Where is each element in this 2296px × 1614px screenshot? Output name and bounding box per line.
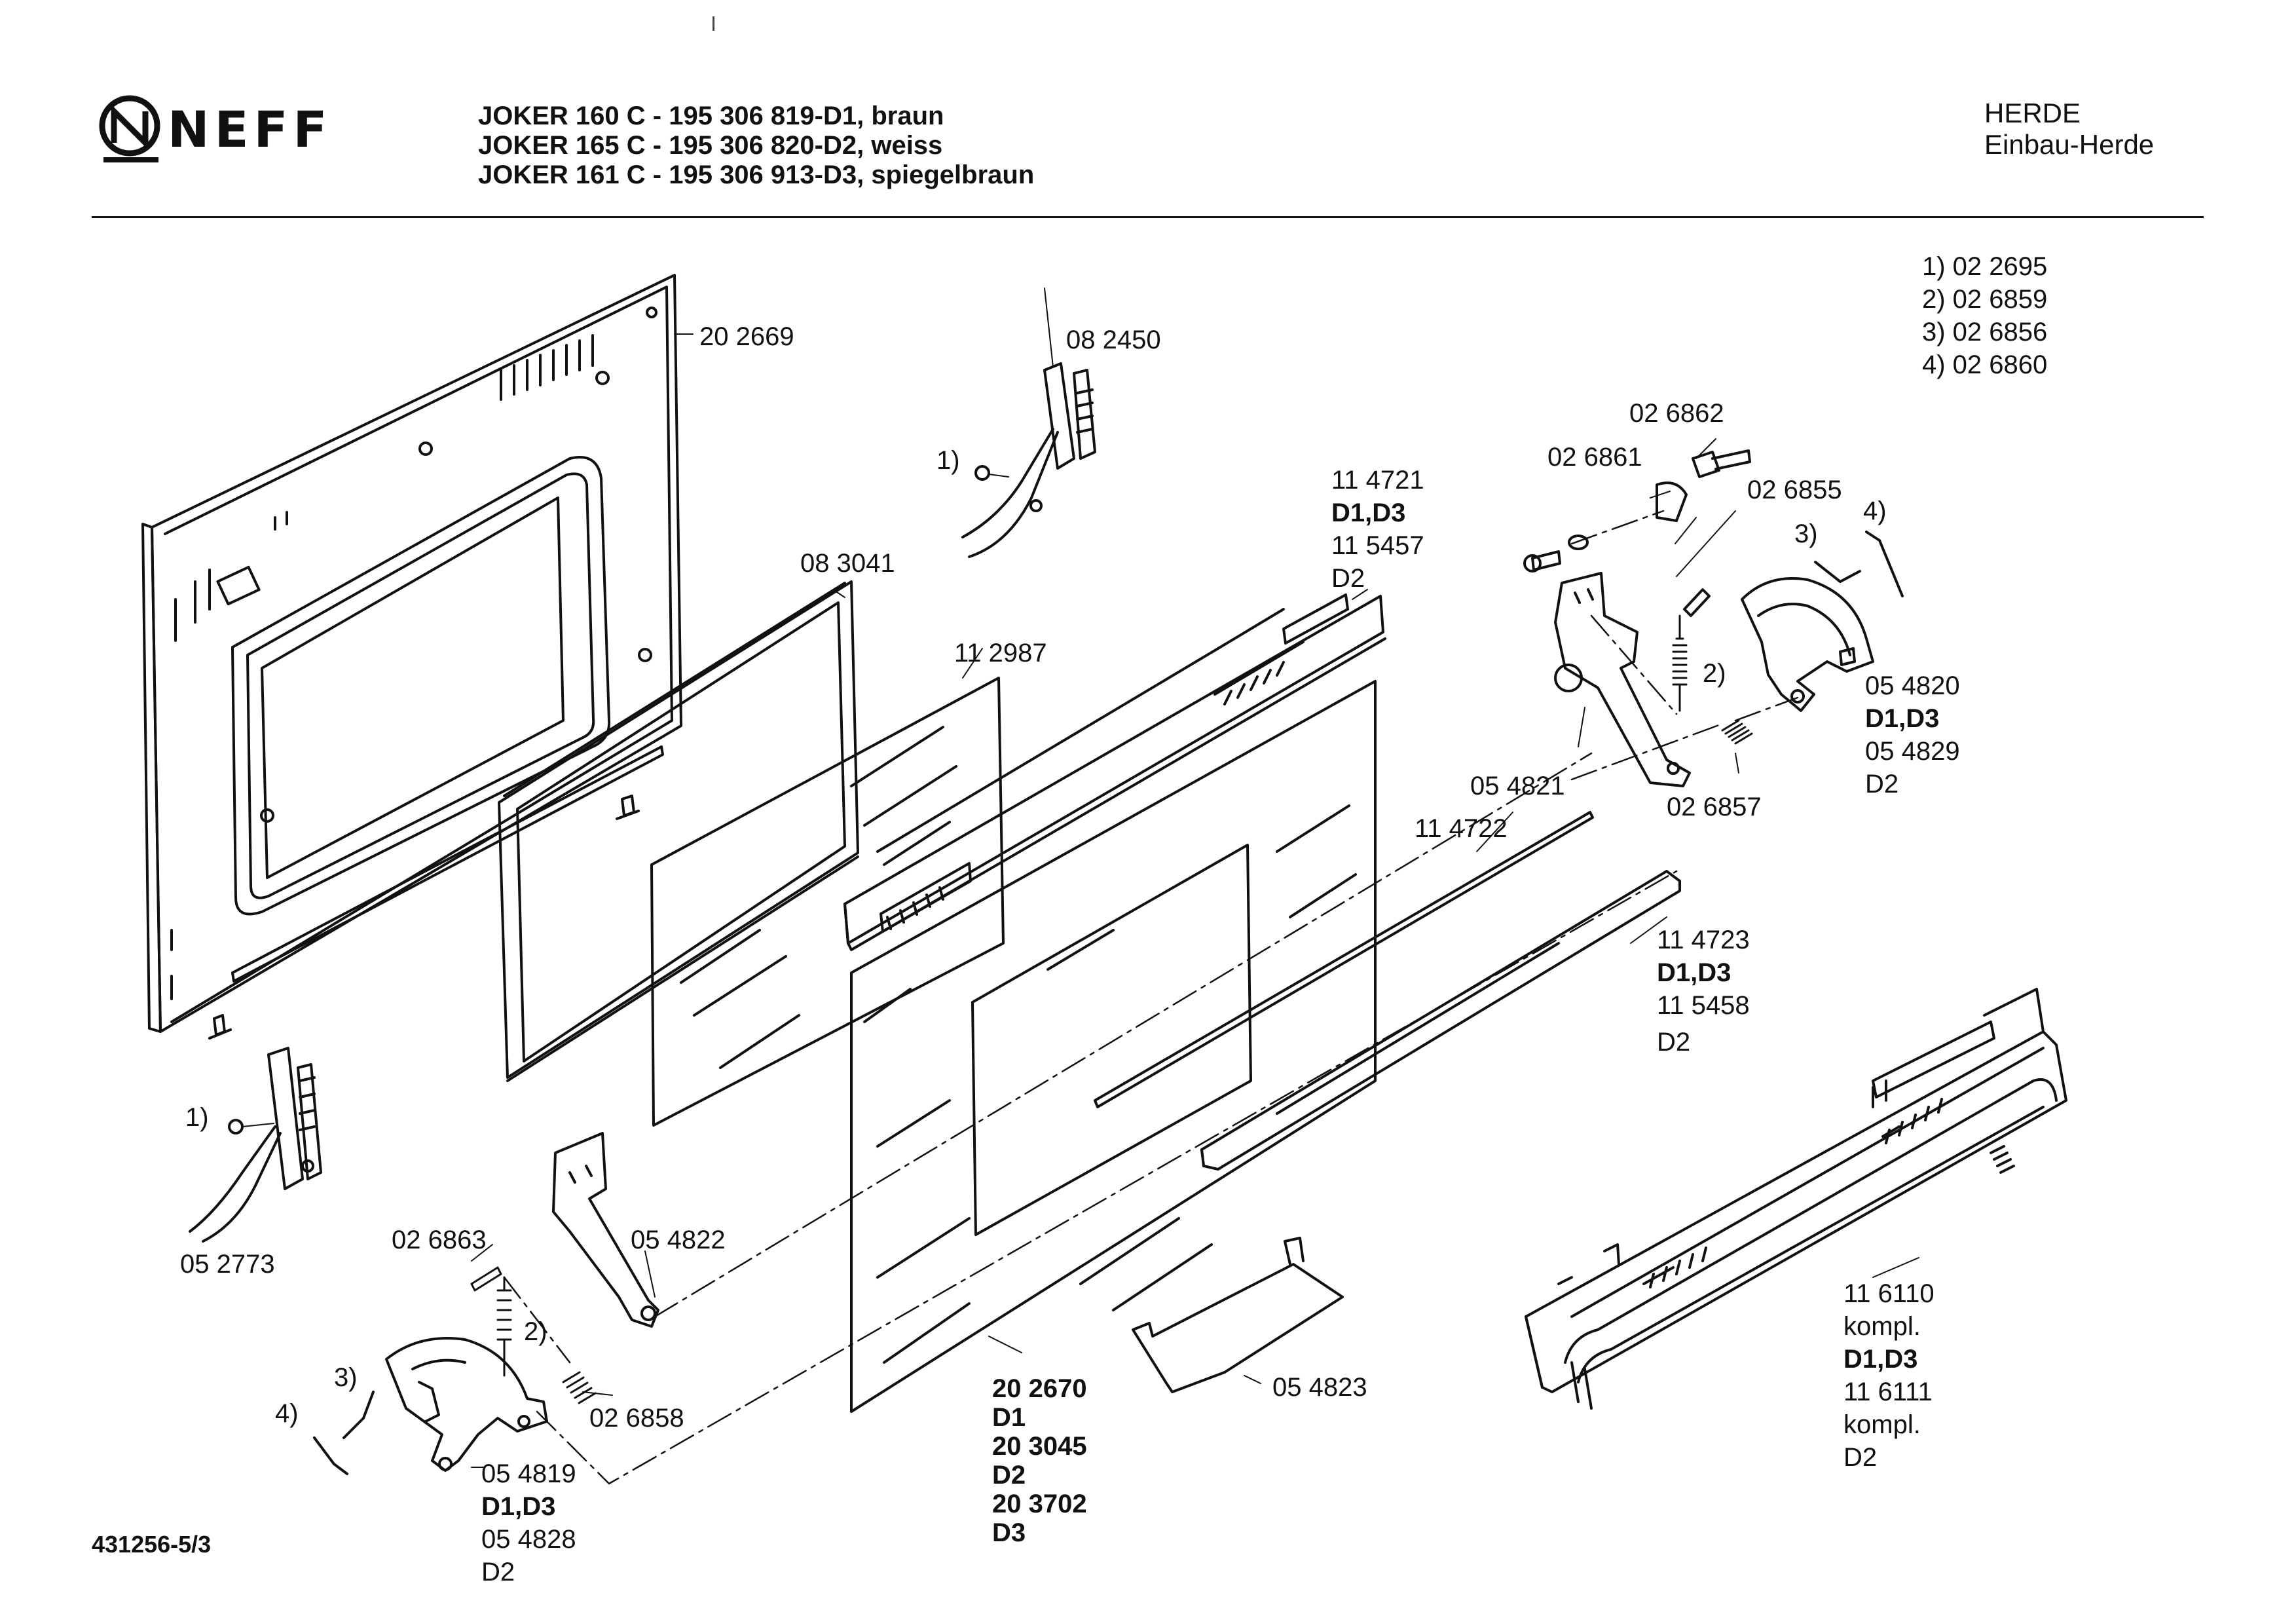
part-note: kompl.	[1843, 1410, 1921, 1439]
fasteners-right	[1523, 449, 1751, 617]
part-label-pin-left: 02 6863	[392, 1226, 487, 1254]
springs-right	[1672, 614, 1753, 745]
part-label-rear-panel: 20 2669	[699, 322, 794, 351]
callout-3-left: 3)	[334, 1363, 358, 1392]
part-number: 05 4819	[481, 1459, 576, 1488]
header-divider	[92, 216, 2204, 218]
assembly-axis-lines	[503, 510, 1799, 1485]
part-note: kompl.	[1843, 1312, 1921, 1341]
handle-bar	[1200, 870, 1681, 1171]
part-number: 11 6111	[1843, 1378, 1933, 1406]
callout-4-right: 4)	[1863, 497, 1887, 525]
variant-code: D2	[1331, 564, 1365, 593]
part-label-handle-bracket: 05 4823	[1272, 1373, 1367, 1402]
part-label-pin-right: 02 6855	[1747, 476, 1842, 504]
door-top-rail	[843, 593, 1386, 951]
category-title: HERDE	[1984, 98, 2081, 128]
callout-2-right: 2)	[1703, 659, 1726, 688]
small-springs-left	[313, 1391, 375, 1475]
part-number: 05 4820	[1865, 671, 1960, 700]
variant-code: D2	[481, 1558, 515, 1586]
variant-code: D1,D3	[1843, 1345, 1918, 1374]
door-seal-frame	[498, 580, 859, 1082]
part-label-inner-glass: 11 2987	[954, 639, 1047, 667]
document-id: 431256-5/3	[92, 1531, 212, 1558]
variant-code: D1,D3	[1331, 498, 1406, 527]
part-number: 20 2670	[992, 1374, 1087, 1403]
hinge-bracket-right	[1554, 572, 1691, 787]
hinge-quadrant-left	[385, 1337, 548, 1472]
rear-door-panel	[141, 274, 682, 1033]
category-subtitle: Einbau-Herde	[1984, 129, 2155, 160]
hinge-bracket-left	[552, 1132, 659, 1328]
part-label-bracket-left: 05 4822	[631, 1226, 726, 1254]
handle-rod	[1094, 811, 1594, 1108]
part-number: 11 4721	[1331, 466, 1424, 495]
part-number: 05 4829	[1865, 737, 1960, 766]
part-label-bracket-right: 05 4821	[1470, 772, 1565, 800]
variant-code: D2	[992, 1461, 1026, 1490]
handle-bracket	[1132, 1237, 1344, 1393]
legend-item: 4) 02 6860	[1922, 350, 2048, 379]
variant-code: D1	[992, 1403, 1026, 1432]
legend-item: 1) 02 2695	[1922, 252, 2048, 281]
legend-item: 2) 02 6859	[1922, 285, 2048, 314]
legend-item: 3) 02 6856	[1922, 318, 2048, 347]
part-label-hinge-top: 08 2450	[1066, 326, 1161, 354]
part-label-outer-glass: 20 2670 D1 20 3045 D2 20 3702 D3	[992, 1374, 1087, 1547]
part-number: 20 3045	[992, 1432, 1087, 1461]
part-number: 05 4828	[481, 1525, 576, 1554]
part-label-bolt: 02 6862	[1629, 399, 1724, 428]
hinge-assembly-top	[961, 362, 1096, 558]
part-label-seal-frame: 08 3041	[800, 549, 895, 578]
neff-logo-circle-icon	[99, 95, 160, 157]
part-number: 11 5457	[1331, 531, 1424, 560]
outer-door-glass	[850, 680, 1377, 1413]
variant-code: D2	[1865, 770, 1899, 798]
part-label-cam: 02 6861	[1547, 443, 1642, 472]
callout-1-left: 1)	[185, 1103, 209, 1132]
callout-3-right: 3)	[1794, 519, 1818, 548]
variant-code: D3	[992, 1518, 1026, 1547]
part-label-quadrant-left: 05 4819 D1,D3 05 4828 D2	[481, 1457, 576, 1588]
variant-code: D1,D3	[481, 1492, 556, 1521]
part-number: 11 4723	[1657, 926, 1750, 954]
part-label-spring-right: 02 6857	[1667, 793, 1762, 821]
variant-code: D2	[1843, 1443, 1878, 1472]
model-line-3: JOKER 161 C - 195 306 913-D3, spiegelbra…	[478, 160, 1035, 189]
part-label-quadrant-right: 05 4820 D1,D3 05 4829 D2	[1865, 669, 1960, 800]
model-line-1: JOKER 160 C - 195 306 819-D1, braun	[478, 102, 944, 130]
inner-glass-pane	[650, 677, 1005, 1127]
screws	[208, 795, 640, 1040]
part-label-handle-rod: 11 4722	[1415, 814, 1508, 843]
callout-4-left: 4)	[275, 1399, 299, 1428]
variant-code: D1,D3	[1657, 958, 1731, 987]
part-number: 11 5458	[1657, 991, 1750, 1020]
springs-left	[470, 1266, 597, 1404]
variant-code: D1,D3	[1865, 704, 1940, 733]
part-number: 20 3702	[992, 1490, 1087, 1518]
hinge-assembly-left	[189, 1047, 322, 1243]
part-label-handle-bar: 11 4723 D1,D3 11 5458 D2	[1657, 924, 1750, 1059]
neff-logo: NEFF	[92, 92, 341, 170]
callout-1-top: 1)	[936, 446, 960, 475]
hinge-quadrant-right	[1741, 577, 1874, 712]
variant-code: D2	[1657, 1028, 1691, 1057]
leader-lines	[242, 288, 1919, 1468]
legend-list: 1) 02 2695 2) 02 6859 3) 02 6856 4) 02 6…	[1922, 250, 2047, 381]
model-line-2: JOKER 165 C - 195 306 820-D2, weiss	[478, 131, 943, 160]
part-label-spring-left: 02 6858	[589, 1404, 684, 1433]
part-label-control-panel: 11 6110 kompl. D1,D3 11 6111 kompl. D2	[1843, 1277, 1935, 1474]
part-label-top-rail: 11 4721 D1,D3 11 5457 D2	[1331, 464, 1424, 595]
part-number: 11 6110	[1843, 1279, 1935, 1308]
part-label-hinge-left: 05 2773	[180, 1250, 275, 1279]
brand-name: NEFF	[168, 100, 332, 159]
top-tick-mark	[713, 16, 714, 31]
small-springs-right	[1814, 531, 1904, 597]
control-panel-assembly	[1525, 988, 2067, 1410]
callout-2-left: 2)	[524, 1317, 547, 1346]
